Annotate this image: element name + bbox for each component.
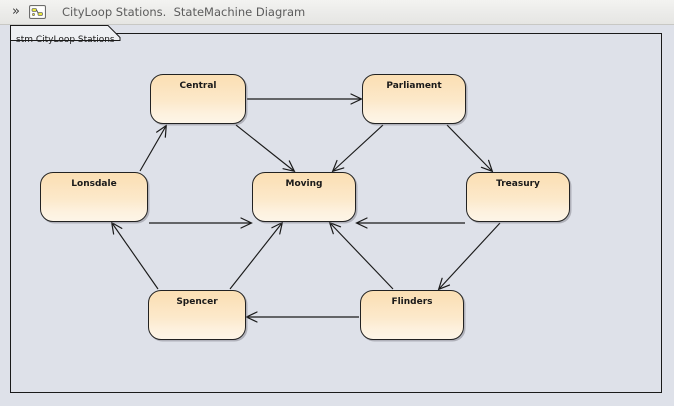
state-node-treasury[interactable]: Treasury: [466, 172, 570, 222]
state-label: Moving: [285, 179, 323, 189]
expand-chevron-icon[interactable]: »: [12, 4, 20, 19]
state-label: Spencer: [176, 297, 218, 307]
state-label: Flinders: [391, 297, 433, 307]
diagram-frame-label: stm CityLoop Stations: [16, 35, 115, 45]
state-label: Treasury: [496, 179, 540, 189]
state-node-lonsdale[interactable]: Lonsdale: [40, 172, 148, 222]
state-node-central[interactable]: Central: [150, 74, 246, 124]
frame-tab-shape: [10, 25, 121, 41]
page-title: CityLoop Stations. StateMachine Diagram: [62, 5, 306, 19]
statemachine-diagram-icon[interactable]: [29, 4, 46, 20]
state-label: Central: [179, 81, 217, 91]
state-label: Lonsdale: [71, 179, 117, 189]
state-label: Parliament: [386, 81, 442, 91]
state-node-moving[interactable]: Moving: [252, 172, 356, 222]
diagram-canvas[interactable]: stm CityLoop Stations: [0, 25, 674, 406]
state-node-flinders[interactable]: Flinders: [360, 290, 464, 340]
diagram-frame: [10, 33, 662, 393]
state-node-parliament[interactable]: Parliament: [362, 74, 466, 124]
window-titlebar: » CityLoop Stations. StateMachine Diagra…: [0, 0, 674, 25]
state-node-spencer[interactable]: Spencer: [148, 290, 246, 340]
